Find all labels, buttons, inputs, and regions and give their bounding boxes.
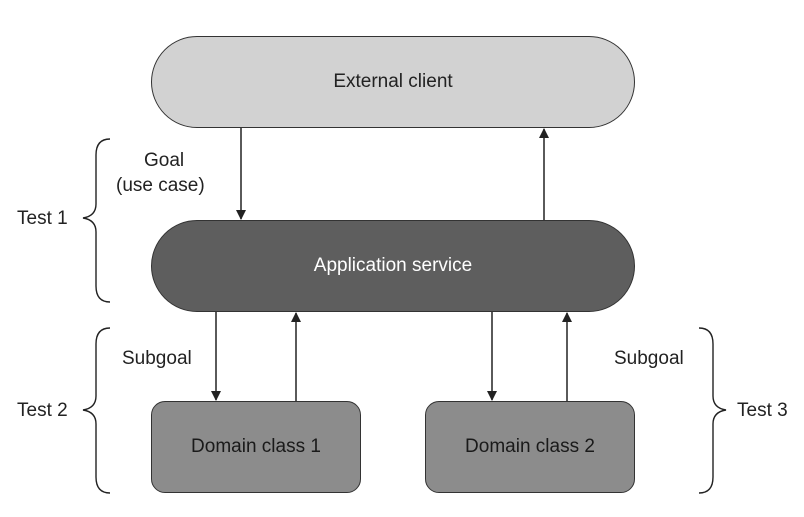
subgoal-right-label: Subgoal <box>614 348 684 369</box>
test1-label: Test 1 <box>17 208 68 229</box>
brace-test2 <box>82 327 111 494</box>
brace-test1 <box>82 138 111 303</box>
domain-class-1-label: Domain class 1 <box>191 436 321 457</box>
external-client-label: External client <box>333 71 453 92</box>
goal-label: Goal <box>144 150 185 171</box>
application-service-label: Application service <box>313 255 473 276</box>
domain-class-2-label: Domain class 2 <box>465 436 595 457</box>
use-case-label: (use case) <box>116 175 205 196</box>
application-service-node: Application service <box>151 220 635 312</box>
external-client-node: External client <box>151 36 635 128</box>
brace-test3 <box>698 327 727 494</box>
subgoal-left-label: Subgoal <box>122 348 192 369</box>
test2-label: Test 2 <box>17 400 68 421</box>
domain-class-2-node: Domain class 2 <box>425 401 635 493</box>
test3-label: Test 3 <box>737 400 788 421</box>
domain-class-1-node: Domain class 1 <box>151 401 361 493</box>
